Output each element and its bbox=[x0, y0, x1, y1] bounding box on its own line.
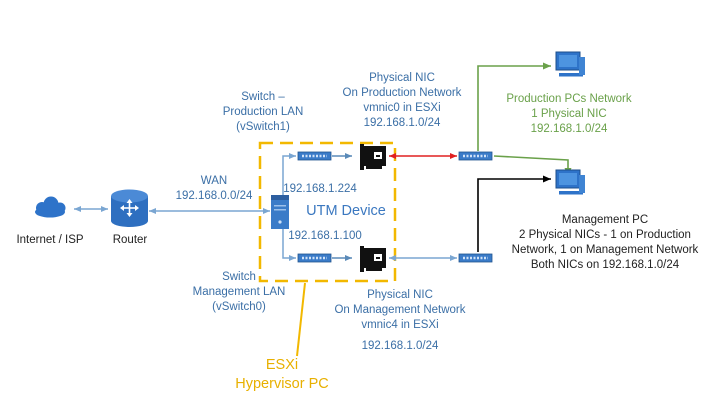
utm-prod-switch-link bbox=[282, 153, 296, 196]
esxi-callout-line bbox=[296, 282, 306, 357]
utm-ip-top-label: 192.168.1.224 bbox=[283, 183, 357, 195]
management-pc-label: Management PC 2 Physical NICs - 1 on Pro… bbox=[511, 214, 699, 271]
desktop-pc-icon bbox=[555, 169, 585, 195]
nic-card-icon bbox=[360, 144, 386, 170]
desktop-pc-icon bbox=[555, 51, 585, 77]
utm-mgmt-switch-link bbox=[282, 228, 296, 261]
wan-label: WAN 192.168.0.0/24 bbox=[175, 175, 253, 202]
nic-mgmt-label: Physical NIC On Management Network vmnic… bbox=[334, 289, 466, 352]
router-label: Router bbox=[112, 234, 148, 246]
mgmt-switch-mgmtpc-link bbox=[477, 175, 551, 252]
esxi-boundary bbox=[258, 141, 397, 283]
esxi-label: ESXi Hypervisor PC bbox=[235, 357, 329, 392]
prod-switch-prodpcs-link bbox=[477, 62, 551, 151]
switch-mgmt-label: Switch Management LAN (vSwitch0) bbox=[192, 271, 286, 313]
switch-prod-label: Switch – Production LAN (vSwitch1) bbox=[222, 91, 304, 133]
switch-icon bbox=[297, 151, 332, 161]
utm-ip-bottom-label: 192.168.1.100 bbox=[288, 230, 362, 242]
cloud-icon bbox=[35, 196, 66, 218]
nic-card-icon bbox=[360, 246, 386, 272]
switch-icon bbox=[458, 253, 493, 263]
switch-icon bbox=[458, 151, 493, 161]
switch-icon bbox=[297, 253, 332, 263]
router-icon bbox=[111, 189, 148, 227]
production-pcs-label: Production PCs Network 1 Physical NIC 19… bbox=[506, 93, 632, 135]
utm-device-label: UTM Device bbox=[306, 203, 386, 219]
server-icon bbox=[271, 195, 289, 229]
nic-prod-label: Physical NIC On Production Network vmnic… bbox=[342, 72, 462, 129]
internet-label: Internet / ISP bbox=[16, 234, 84, 246]
